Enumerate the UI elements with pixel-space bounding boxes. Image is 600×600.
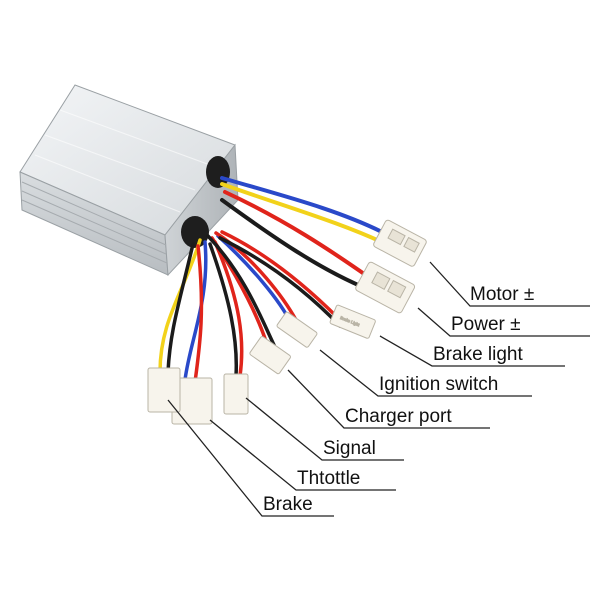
leader-brake-light [379, 335, 565, 367]
wire-red-brakelight [220, 230, 340, 320]
wire-yellow-motor [220, 182, 390, 247]
label-brake-light: Brake light [433, 344, 523, 365]
wire-red-throttle [193, 244, 204, 384]
leader-ignition [319, 349, 532, 397]
wire-blue-motor [220, 176, 390, 237]
connectors: Brake Light [147, 219, 427, 425]
label-throttle: Thtottle [297, 468, 361, 489]
wire-black-charger [206, 234, 276, 347]
power-connector [355, 261, 416, 314]
charger-connector [249, 336, 291, 375]
brake-connector [147, 367, 181, 413]
wire-red-signal [213, 240, 244, 378]
leader-motor [429, 261, 590, 307]
wire-black-brake [166, 242, 195, 374]
label-signal: Signal [323, 438, 376, 459]
motor-connector [373, 219, 427, 267]
leader-power [417, 307, 590, 337]
label-power: Power ± [451, 314, 521, 335]
ignition-connector [276, 311, 318, 348]
upper-wire-bundle [220, 176, 390, 292]
wire-yellow-brake [158, 238, 202, 374]
grommet-lower [181, 216, 209, 248]
controller-housing [19, 84, 239, 277]
wire-blue-throttle [183, 240, 208, 382]
signal-connector [223, 373, 249, 415]
grommet-upper [206, 156, 230, 188]
leader-signal [245, 397, 404, 461]
brake-light-connector: Brake Light [329, 304, 376, 339]
wire-red-power [223, 190, 372, 280]
leader-throttle [209, 419, 396, 491]
label-ignition-switch: Ignition switch [379, 374, 499, 395]
label-brake: Brake [263, 494, 313, 515]
leader-brake [167, 399, 334, 517]
label-charger-port: Charger port [345, 406, 452, 427]
wire-black-brakelight [218, 236, 342, 328]
label-motor: Motor ± [470, 284, 535, 305]
leader-lines [167, 261, 590, 517]
wire-black-signal [208, 242, 239, 378]
leader-charger [287, 369, 490, 429]
wire-black-power [220, 198, 372, 292]
